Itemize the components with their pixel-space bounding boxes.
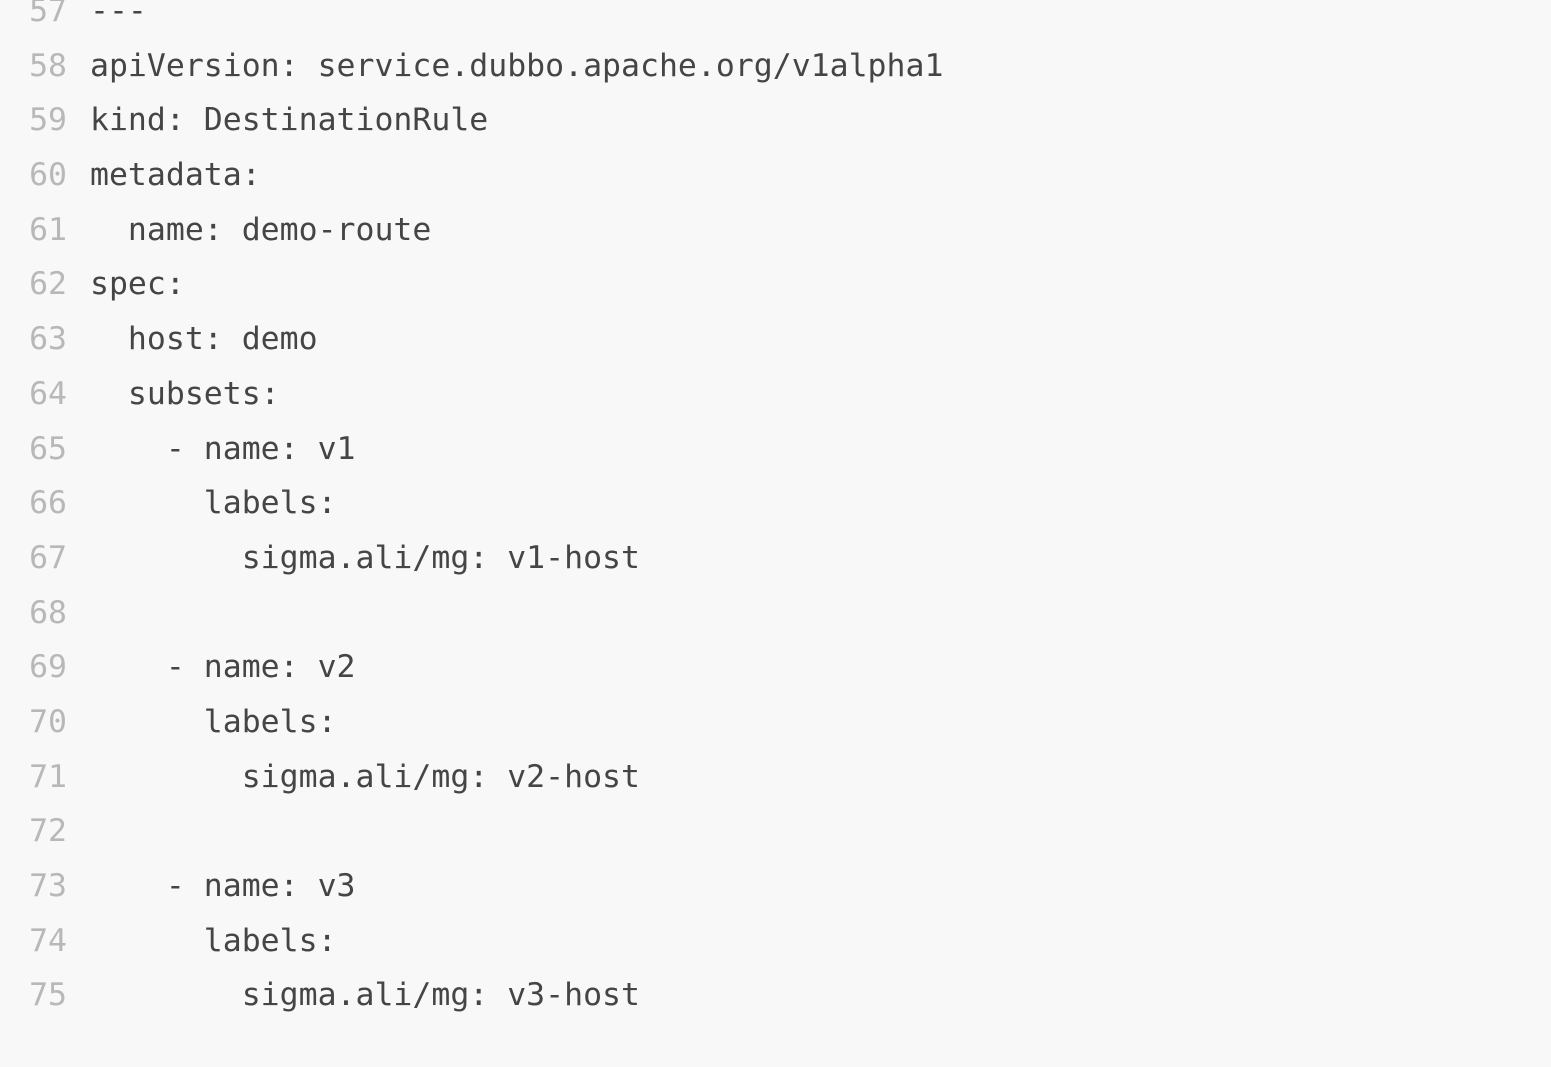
code-line: 75 sigma.ali/mg: v3-host <box>0 968 1551 1023</box>
code-line: 67 sigma.ali/mg: v1-host <box>0 531 1551 586</box>
line-number: 74 <box>29 922 67 959</box>
code-line: 64 subsets: <box>0 367 1551 422</box>
line-text: host: demo <box>90 321 318 358</box>
line-text: labels: <box>90 485 337 522</box>
code-line: 61 name: demo-route <box>0 203 1551 258</box>
line-number: 60 <box>29 157 67 194</box>
code-line: 72 <box>0 804 1551 859</box>
code-line: 63 host: demo <box>0 312 1551 367</box>
line-number: 63 <box>29 321 67 358</box>
code-line: 57 --- <box>0 0 1551 39</box>
line-number: 69 <box>29 649 67 686</box>
line-text: kind: DestinationRule <box>90 102 489 139</box>
code-line: 59 kind: DestinationRule <box>0 93 1551 148</box>
code-line: 65 - name: v1 <box>0 422 1551 477</box>
code-line: 68 <box>0 586 1551 641</box>
line-number: 65 <box>29 430 67 467</box>
line-text: sigma.ali/mg: v2-host <box>90 758 640 795</box>
code-line: 62 spec: <box>0 257 1551 312</box>
line-text: sigma.ali/mg: v1-host <box>90 539 640 576</box>
line-number: 66 <box>29 485 67 522</box>
line-text <box>67 586 90 641</box>
line-number: 58 <box>29 47 67 84</box>
code-line: 69 - name: v2 <box>0 640 1551 695</box>
line-text: spec: <box>90 266 185 303</box>
line-text: apiVersion: service.dubbo.apache.org/v1a… <box>90 47 944 84</box>
line-text: metadata: <box>90 157 261 194</box>
code-line: 58 apiVersion: service.dubbo.apache.org/… <box>0 39 1551 94</box>
line-number: 72 <box>29 813 67 850</box>
line-number: 57 <box>29 0 67 29</box>
line-text: subsets: <box>90 375 280 412</box>
line-text: sigma.ali/mg: v3-host <box>90 977 640 1014</box>
line-text <box>67 804 90 859</box>
line-number: 61 <box>29 211 67 248</box>
line-text: --- <box>90 0 147 29</box>
line-text: labels: <box>90 703 337 740</box>
line-text: labels: <box>90 922 337 959</box>
line-number: 75 <box>29 977 67 1014</box>
line-text: - name: v2 <box>90 649 356 686</box>
code-viewer: 57 --- 58 apiVersion: service.dubbo.apac… <box>0 0 1551 1023</box>
line-number: 59 <box>29 102 67 139</box>
code-line: 73 - name: v3 <box>0 859 1551 914</box>
line-text: name: demo-route <box>90 211 432 248</box>
line-number: 73 <box>29 868 67 904</box>
line-number: 67 <box>29 539 67 576</box>
line-text: - name: v3 <box>90 868 356 904</box>
code-line: 70 labels: <box>0 695 1551 750</box>
code-line: 60 metadata: <box>0 148 1551 203</box>
code-line: 74 labels: <box>0 914 1551 969</box>
line-number: 68 <box>29 594 67 631</box>
line-number: 62 <box>29 266 67 303</box>
line-number: 70 <box>29 703 67 740</box>
code-line: 66 labels: <box>0 476 1551 531</box>
code-line: 71 sigma.ali/mg: v2-host <box>0 750 1551 805</box>
line-number: 64 <box>29 375 67 412</box>
line-number: 71 <box>29 758 67 795</box>
line-text: - name: v1 <box>90 430 356 467</box>
